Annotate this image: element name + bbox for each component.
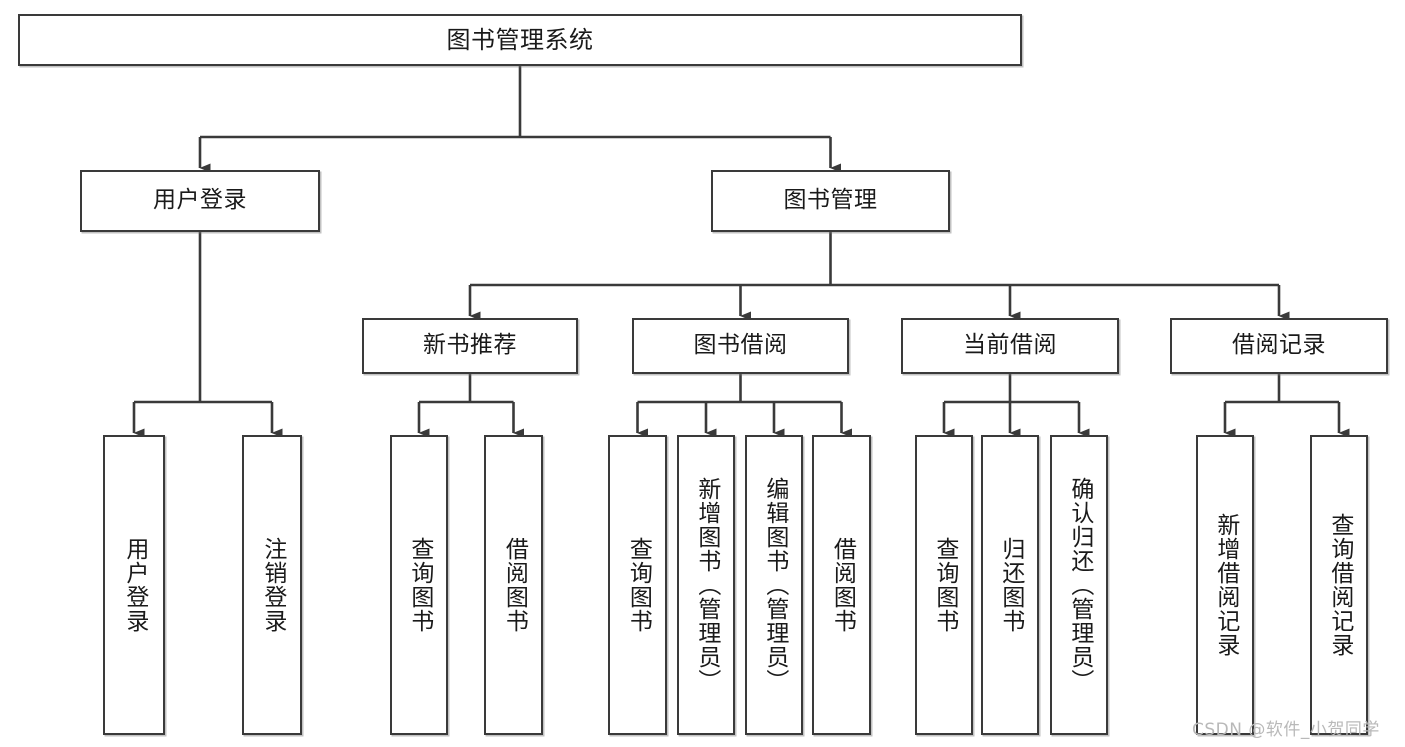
node-label: 查询图书 [931,537,958,633]
node-leaf-query-book-3: 查询图书 [915,435,973,735]
node-label: 图书管理系统 [446,25,594,54]
node-label: 查询图书 [625,537,652,633]
edge-layer [132,66,1350,438]
node-leaf-borrow-book-1: 借阅图书 [484,435,543,735]
node-label: 新书推荐 [423,332,517,359]
node-newbook: 新书推荐 [362,318,578,374]
node-label: 归还图书 [997,537,1024,633]
node-label: 当前借阅 [963,332,1057,359]
node-current: 当前借阅 [901,318,1119,374]
node-label: 编辑图书（管理员） [761,477,788,693]
node-label: 借阅图书 [501,537,528,633]
node-borrow: 图书借阅 [632,318,849,374]
node-leaf-edit-book: 编辑图书（管理员） [745,435,803,735]
node-label: 用户登录 [153,187,247,214]
node-label: 注销登录 [259,537,286,633]
node-leaf-return-book: 归还图书 [981,435,1039,735]
node-label: 图书管理 [783,187,878,214]
node-leaf-borrow-book-2: 借阅图书 [812,435,871,735]
node-leaf-add-book: 新增图书（管理员） [677,435,735,735]
node-label: 确认归还（管理员） [1066,477,1093,693]
node-leaf-add-record: 新增借阅记录 [1196,435,1254,735]
node-label: 借阅记录 [1232,332,1326,359]
node-records: 借阅记录 [1170,318,1388,374]
node-leaf-user-login: 用户登录 [103,435,165,735]
node-leaf-query-book-2: 查询图书 [608,435,667,735]
node-label: 查询借阅记录 [1326,513,1353,657]
node-label: 新增图书（管理员） [693,477,720,693]
node-leaf-confirm-return: 确认归还（管理员） [1050,435,1108,735]
node-bookmgmt: 图书管理 [711,170,950,232]
node-leaf-user-logout: 注销登录 [242,435,302,735]
node-root: 图书管理系统 [18,14,1022,66]
node-leaf-query-record: 查询借阅记录 [1310,435,1368,735]
node-label: 新增借阅记录 [1212,513,1239,657]
node-label: 用户登录 [121,537,148,633]
node-label: 图书借阅 [693,332,788,359]
node-label: 查询图书 [406,537,433,633]
node-login: 用户登录 [80,170,320,232]
node-label: 借阅图书 [829,537,856,633]
node-leaf-query-book-1: 查询图书 [390,435,448,735]
